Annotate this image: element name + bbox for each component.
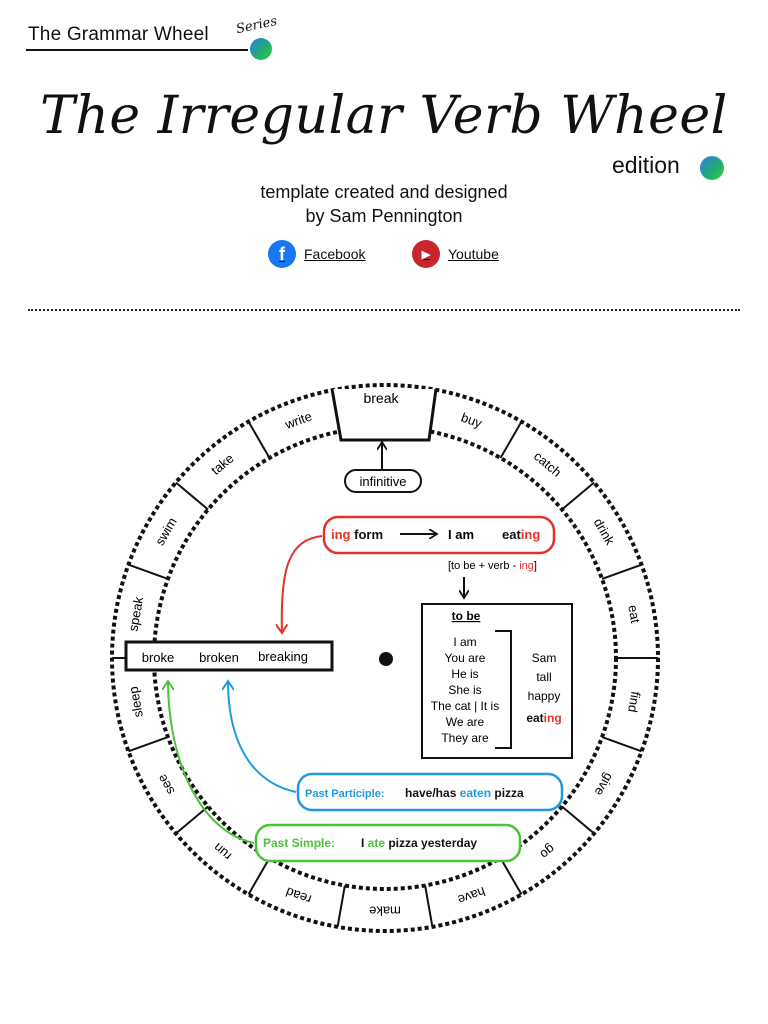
series-title: The Grammar Wheel	[28, 24, 209, 45]
facebook-icon: f	[268, 240, 296, 268]
sector-divider	[499, 857, 523, 895]
sector-divider	[175, 805, 209, 835]
wheel-verb-go[interactable]: go	[537, 841, 558, 862]
past-participle-label: Past Participle:	[305, 788, 384, 800]
past-simple-label: Past Simple:	[263, 836, 335, 850]
youtube-icon: ▶	[412, 240, 440, 268]
wheel-verb-drink[interactable]: drink	[591, 516, 618, 548]
sector-divider	[128, 736, 169, 753]
infinitive-label: infinitive	[360, 474, 407, 489]
wheel-verb-catch[interactable]: catch	[531, 448, 564, 479]
pronoun-item: They are	[441, 731, 489, 745]
pronoun-list: I am You are He is She is The cat | It is We …	[431, 635, 499, 745]
completion-item: tall	[536, 670, 551, 684]
edition-label: edition	[612, 152, 680, 178]
facebook-label: Facebook	[304, 246, 366, 262]
sector-divider	[336, 885, 346, 928]
infinitive-window	[330, 388, 438, 442]
wheel-verb-eat[interactable]: eat	[625, 604, 643, 625]
wheel-verb-make[interactable]: make	[369, 904, 401, 919]
completion-eating: eating	[526, 711, 561, 725]
completion-item: Sam	[532, 651, 557, 665]
wheel-verb-find[interactable]: find	[625, 690, 643, 713]
past-participle-example: have/has eaten pizza	[405, 786, 524, 800]
completion-list: Sam tall happy	[528, 651, 561, 703]
sector-divider	[424, 885, 434, 928]
infinitive-pill	[344, 469, 422, 493]
credit-line-2: by Sam Pennington	[305, 206, 463, 226]
wheel-verb-give[interactable]: give	[592, 770, 617, 798]
sector-divider	[561, 481, 595, 511]
past-simple-curve-arrow	[168, 681, 255, 844]
to-be-formula: [to be + verb - ing]	[448, 560, 537, 572]
sector-divider	[247, 857, 271, 895]
series-dot-icon	[250, 38, 272, 60]
wheel-verb-run[interactable]: run	[210, 840, 234, 864]
facebook-link[interactable]: f Facebook	[268, 240, 365, 268]
to-be-box	[421, 603, 573, 759]
ing-form-subject: I am	[448, 527, 474, 542]
edition-dot-icon	[700, 156, 724, 180]
wheel-verb-swim[interactable]: swim	[152, 515, 180, 548]
ing-form-box	[322, 515, 556, 555]
main-title: The Irregular Verb Wheel	[40, 86, 728, 146]
wheel-verb-buy[interactable]: buy	[459, 410, 484, 431]
wheel-verb-speak[interactable]: speak	[125, 595, 146, 632]
sector-divider	[601, 563, 642, 580]
pronoun-item: The cat | It is	[431, 699, 499, 713]
youtube-link[interactable]: ▶ Youtube	[412, 240, 499, 268]
sector-divider	[499, 421, 523, 459]
wheel-verb-sleep[interactable]: sleep	[126, 685, 146, 718]
pronoun-item: She is	[448, 683, 481, 697]
series-underline	[26, 49, 248, 51]
past-participle-curve-arrow	[228, 681, 297, 793]
ing-form-label: ing form	[331, 527, 383, 542]
sector-divider	[128, 563, 169, 580]
wheel-verb-break: break	[363, 390, 399, 406]
ing-form-example: eating	[502, 527, 540, 542]
ing-form-curve-arrow	[282, 535, 323, 633]
wheel-verb-take[interactable]: take	[208, 450, 236, 477]
dotted-separator	[28, 309, 740, 311]
forms-window	[124, 640, 334, 672]
sector-divider	[247, 421, 271, 459]
wheel-verb-read[interactable]: read	[284, 884, 314, 907]
past-simple-example: I ate pizza yesterday	[361, 836, 477, 850]
form-past-participle: broken	[199, 650, 239, 665]
completion-item: happy	[528, 689, 561, 703]
pronoun-bracket	[495, 630, 512, 749]
wheel-verb-have[interactable]: have	[456, 884, 488, 908]
credit-line-1: template created and designed	[260, 182, 508, 202]
wheel-verb-see[interactable]: see	[154, 772, 177, 798]
sector-divider	[601, 736, 642, 753]
sector-divider	[175, 481, 209, 511]
to-be-title: to be	[452, 609, 481, 623]
form-ing: breaking	[258, 649, 308, 664]
pronoun-item: We are	[446, 715, 485, 729]
past-participle-box	[296, 772, 564, 812]
pronoun-item: You are	[445, 651, 486, 665]
center-pin	[379, 652, 393, 666]
pronoun-item: I am	[453, 635, 476, 649]
sector-divider	[561, 805, 595, 835]
form-past-simple: broke	[142, 650, 175, 665]
pronoun-item: He is	[451, 667, 478, 681]
wheel-verb-write[interactable]: write	[282, 408, 314, 432]
youtube-label: Youtube	[448, 246, 499, 262]
past-simple-box	[254, 823, 522, 863]
